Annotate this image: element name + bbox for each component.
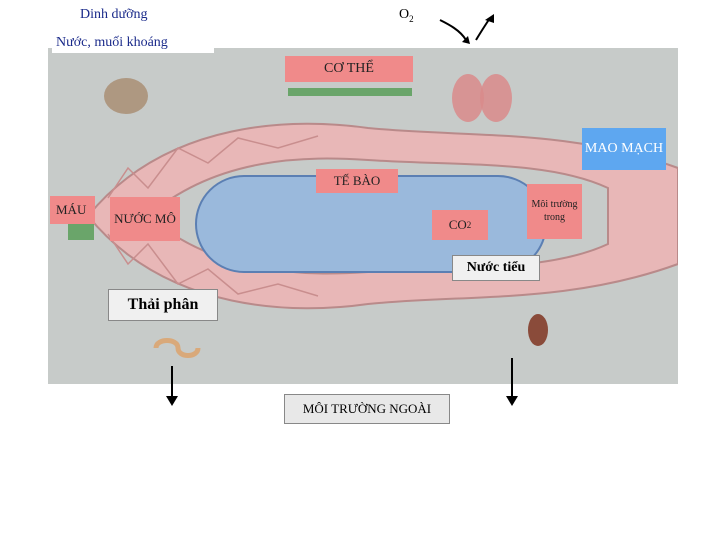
- dinh-duong-label: Dinh dưỡng: [80, 7, 148, 22]
- o2-top-label: O2: [399, 7, 414, 24]
- co-the-label: CƠ THỂ: [285, 56, 413, 82]
- thai-phan-label: Thải phân: [108, 289, 218, 321]
- intestine-icon: [153, 338, 201, 358]
- moi-truong-ngoai-label: MÔI TRƯỜNG NGOÀI: [284, 394, 450, 424]
- green-panel-left: [68, 224, 94, 240]
- kidney-icon: [528, 314, 548, 346]
- green-bar-center: [288, 88, 412, 96]
- mau-label: MÁU: [50, 196, 95, 224]
- curved-arrow-icon: [439, 14, 494, 44]
- arrow-feces-line: [171, 366, 173, 398]
- lungs-icon-left: [452, 74, 484, 122]
- nuoc-tieu-label: Nước tiểu: [452, 255, 540, 281]
- arrow-urine-head: [506, 396, 518, 406]
- moi-truong-trong-label: Môi trường trong: [527, 184, 582, 239]
- nuoc-mo-label: NƯỚC MÔ: [110, 197, 180, 241]
- co2-text: CO: [448, 217, 467, 232]
- arrow-urine-line: [511, 358, 513, 398]
- lungs-icon-right: [480, 74, 512, 122]
- co2-sub: 2: [466, 220, 472, 230]
- te-bao-label: TẾ BÀO: [316, 169, 398, 193]
- nuoc-muoi-khoang-label: Nước, muối khoáng: [52, 35, 214, 53]
- mao-mach-label: MAO MẠCH: [582, 128, 666, 170]
- vessel-pattern: [107, 135, 319, 297]
- arrow-feces-head: [166, 396, 178, 406]
- o2-top-sub: 2: [409, 13, 414, 24]
- digestive-system-icon: [104, 78, 148, 114]
- o2-top-text: O: [399, 7, 410, 22]
